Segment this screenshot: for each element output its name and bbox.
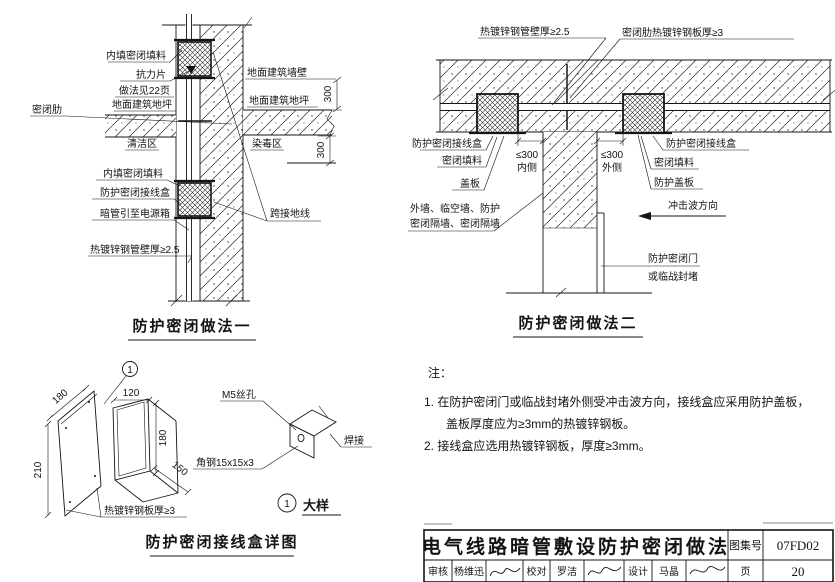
- check-name: 罗洁: [557, 565, 577, 578]
- checker-signature: [587, 566, 622, 576]
- label-wall-above: 地面建筑墙壁: [247, 66, 307, 79]
- label-weld: 焊接: [344, 434, 364, 447]
- label-toxic-zone: 染毒区: [252, 137, 282, 150]
- notes-heading: 注：: [428, 365, 452, 380]
- label-pipe-wall-2: 热镀锌钢管壁厚≥2.5: [480, 25, 570, 38]
- fig1-labels-left: 内填密闭填料 抗力片 做法见22页 地面建筑地坪 密闭肋 清洁区: [30, 49, 233, 151]
- note-2: 2. 接线盒应选用热镀锌钢板，厚度≥3mm。: [424, 438, 651, 453]
- sheet-title: 电气线路暗管敷设防护密闭做法: [422, 535, 730, 558]
- fig1-floor-toxic-zone: [243, 109, 336, 164]
- label-junction-box: 防护密闭接线盒: [100, 186, 170, 199]
- fig3-cover-plate: [57, 390, 102, 517]
- label-outer-side: 外侧: [602, 161, 622, 174]
- label-door-1: 防护密闭门: [648, 252, 698, 265]
- page-label: 页: [741, 566, 751, 578]
- dim-300-bottom: 300: [316, 141, 327, 158]
- label-bond-wire: 跨接地线: [270, 207, 310, 220]
- fig1-junction-box-top: [174, 38, 215, 80]
- review-name: 杨维迅: [454, 565, 484, 578]
- designer-signature: [689, 566, 726, 575]
- design-label: 设计: [628, 565, 648, 578]
- label-inner-fill-top: 内填密闭填料: [106, 49, 166, 62]
- callout-number: 1: [127, 365, 133, 376]
- label-floor-left: 地面建筑地坪: [112, 98, 172, 111]
- label-junction-box-right: 防护密闭接线盒: [666, 137, 736, 150]
- label-rib-plate: 密闭肋热镀锌钢板厚≥3: [622, 26, 723, 39]
- fig1-labels-lower: 内填密闭填料 防护密闭接线盒 暗管引至电源箱 热镀锌钢管壁厚≥2.5 跨接地线: [88, 51, 321, 264]
- label-angle-steel: 角钢15x15x3: [196, 456, 254, 469]
- detail-number: 1: [284, 499, 290, 510]
- label-plate-thickness: 热镀锌钢板厚≥3: [104, 504, 175, 517]
- reviewer-signature: [489, 567, 521, 577]
- fig2-junction-box-right: [615, 93, 672, 135]
- label-inner-fill-bottom: 内填密闭填料: [103, 167, 163, 180]
- label-wall-list-2: 密闭隔墙、密闭隔墙: [410, 217, 500, 230]
- fig3-plate-thickness: 热镀锌钢板厚≥3: [65, 487, 187, 518]
- dim-210: 210: [33, 461, 44, 478]
- review-label: 审核: [428, 565, 448, 578]
- label-cover-plate: 盖板: [460, 177, 480, 190]
- figure1-protective-seal-method-1: 内填密闭填料 抗力片 做法见22页 地面建筑地坪 密闭肋 清洁区 地面建筑墙壁 …: [30, 14, 342, 341]
- note-1-line-1: 1. 在防护密闭门或临战封堵外侧受冲击波方向，接线盒应采用防护盖板，: [424, 394, 809, 409]
- atlas-number-value: 07FD02: [777, 538, 820, 553]
- label-clean-zone: 清洁区: [127, 137, 157, 150]
- dim-300-top: 300: [323, 85, 334, 102]
- notes-section: 注： 1. 在防护密闭门或临战封堵外侧受冲击波方向，接线盒应采用防护盖板， 盖板…: [424, 365, 809, 453]
- check-label: 校对: [527, 565, 547, 578]
- figure2-protective-seal-method-2: 热镀锌钢管壁厚≥2.5 密闭肋热镀锌钢板厚≥3 防护密闭接线盒 密闭填料 盖板 …: [408, 25, 835, 338]
- label-seal-fill-left: 密闭填料: [442, 154, 482, 167]
- atlas-number-label: 图集号: [729, 538, 762, 552]
- fig2-wall-below: [506, 132, 652, 298]
- dim-150: 150: [170, 460, 190, 479]
- dim-180-box: 180: [158, 429, 169, 446]
- design-name: 马晶: [659, 566, 679, 578]
- fig3-detail-callout: 1 大样: [277, 493, 341, 516]
- label-protect-cover: 防护盖板: [654, 176, 694, 189]
- label-shock-direction: 冲击波方向: [668, 199, 718, 212]
- label-m5-hole: M5丝孔: [222, 389, 256, 401]
- dim-180-plate: 180: [50, 387, 70, 406]
- fig1-labels-right: 地面建筑墙壁 地面建筑地坪 染毒区: [245, 66, 336, 151]
- dim-le300-outer: ≤300: [601, 150, 624, 161]
- shock-wave-arrow: [638, 212, 726, 220]
- fig3-callout: 1: [103, 361, 138, 405]
- fig2-dimensions: ≤300 内侧 ≤300 外侧: [514, 134, 627, 174]
- label-junction-box-left: 防护密闭接线盒: [412, 137, 482, 150]
- fig2-labels-top: 热镀锌钢管壁厚≥2.5 密闭肋热镀锌钢板厚≥3: [478, 25, 794, 106]
- fig3-angle-steel: M5丝孔 焊接 角钢15x15x3: [193, 389, 372, 470]
- fig3-box-body: [112, 398, 179, 503]
- label-pipe-wall: 热镀锌钢管壁厚≥2.5: [90, 243, 180, 256]
- label-conduit-to-panel: 暗管引至电源箱: [100, 207, 170, 220]
- fig2-labels-right: 防护密闭接线盒 密闭填料 防护盖板 冲击波方向 防护密闭门 或临战封堵: [601, 134, 749, 283]
- label-wall-list-1: 外墙、临空墙、防护: [410, 202, 500, 215]
- fig2-junction-box-left: [469, 93, 526, 135]
- label-floor-right: 地面建筑地坪: [249, 94, 309, 107]
- title-block: 电气线路暗管敷设防护密闭做法 图集号 07FD02 审核 杨维迅 校对 罗洁 设…: [422, 522, 834, 582]
- dim-120: 120: [123, 388, 140, 399]
- figure2-title: 防护密闭做法二: [518, 314, 637, 332]
- label-seal-fill-right: 密闭填料: [654, 156, 694, 169]
- figure1-title: 防护密闭做法一: [132, 317, 251, 335]
- fig1-junction-box-bottom: [174, 179, 215, 220]
- page-number: 20: [792, 564, 805, 579]
- figure3-title: 防护密闭接线盒详图: [145, 533, 298, 551]
- fig1-dimensions: 300 300: [316, 76, 342, 167]
- label-inner-side: 内侧: [517, 161, 537, 174]
- dim-le300-inner: ≤300: [516, 150, 539, 161]
- label-door-2: 或临战封堵: [648, 270, 698, 283]
- label-seal-rib: 密闭肋: [32, 103, 62, 116]
- figure3-junction-box-detail: 1 120 180 1: [33, 361, 372, 557]
- label-resist-plate: 抗力片: [136, 68, 166, 81]
- fig3-dimensions: 120 180 180 210 150: [33, 384, 192, 519]
- fig2-labels-left: 防护密闭接线盒 密闭填料 盖板 外墙、临空墙、防护 密闭隔墙、密闭隔墙: [408, 135, 544, 232]
- note-1-line-2: 盖板厚度应为≥3mm的热镀锌钢板。: [446, 416, 635, 431]
- label-method-ref: 做法见22页: [119, 84, 170, 97]
- detail-label: 大样: [303, 498, 329, 513]
